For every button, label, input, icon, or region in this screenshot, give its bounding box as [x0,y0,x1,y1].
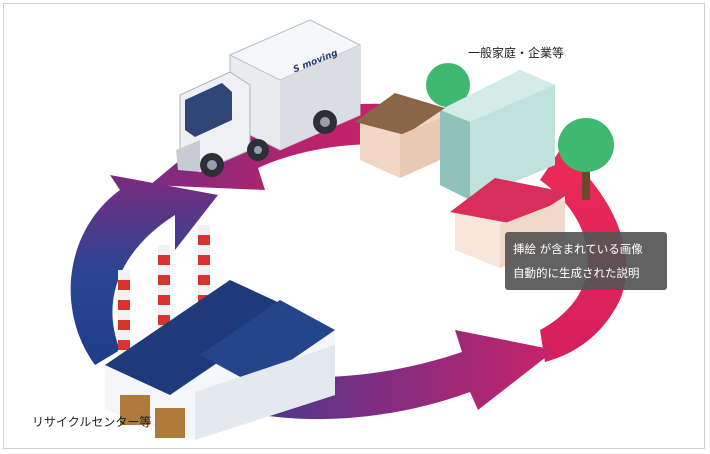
caption-line-2: 自動的に生成された説明 [513,266,640,280]
homes-companies-label: 一般家庭・企業等 [468,46,565,60]
factory-icon [105,280,335,440]
chimney-icon [158,245,170,335]
chimney-icon [118,270,130,360]
cycle-arrow-left [70,175,218,365]
house-icon [355,93,445,178]
caption-line-1: 挿絵 が含まれている画像 [513,242,643,256]
cycle-arrow-right [540,150,627,362]
recycling-center-label: リサイクルセンター等 [32,415,152,429]
building-icon [440,70,555,200]
image-caption-overlay: 挿絵 が含まれている画像 自動的に生成された説明 [505,232,667,290]
truck-icon [176,19,362,177]
tree-icon [558,118,614,200]
